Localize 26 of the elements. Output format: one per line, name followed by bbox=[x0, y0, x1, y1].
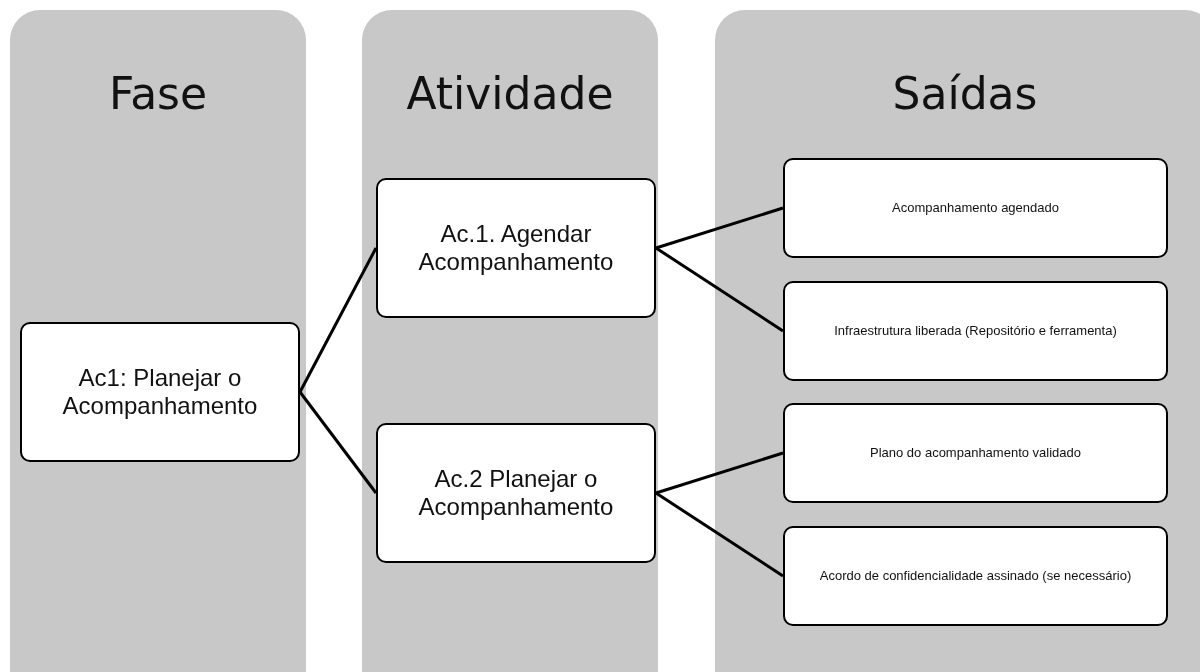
connector-line bbox=[298, 247, 378, 393]
connector-line bbox=[655, 246, 784, 333]
box-label: Infraestrutura liberada (Repositório e ferramenta) bbox=[834, 323, 1117, 339]
connector-line bbox=[655, 491, 784, 578]
process-box bbox=[20, 322, 300, 462]
process-box bbox=[783, 158, 1168, 258]
box-label: Acordo de confidencialidade assinado (se necessário) bbox=[819, 568, 1132, 584]
column-heading: Saídas bbox=[891, 72, 1039, 116]
process-box bbox=[783, 526, 1168, 626]
box-label: Acompanhamento agendado bbox=[892, 200, 1059, 216]
process-box bbox=[783, 281, 1168, 381]
column-panel bbox=[362, 10, 658, 672]
column-panel bbox=[10, 10, 306, 672]
box-label: Plano do acompanhamento validado bbox=[869, 445, 1081, 461]
connector-line bbox=[655, 451, 784, 495]
column-panel bbox=[715, 10, 1200, 672]
column-heading: Atividade bbox=[405, 72, 615, 116]
box-label: Ac.2 Planejar o Acompanhamento bbox=[417, 465, 615, 521]
connector-line bbox=[298, 391, 378, 494]
box-label: Ac.1. Agendar Acompanhamento bbox=[417, 220, 615, 276]
process-box bbox=[783, 403, 1168, 503]
connector-line bbox=[655, 206, 784, 250]
process-box bbox=[376, 178, 656, 318]
box-label: Ac1: Planejar o Acompanhamento bbox=[61, 364, 259, 420]
process-box bbox=[376, 423, 656, 563]
column-heading: Fase bbox=[107, 72, 209, 116]
